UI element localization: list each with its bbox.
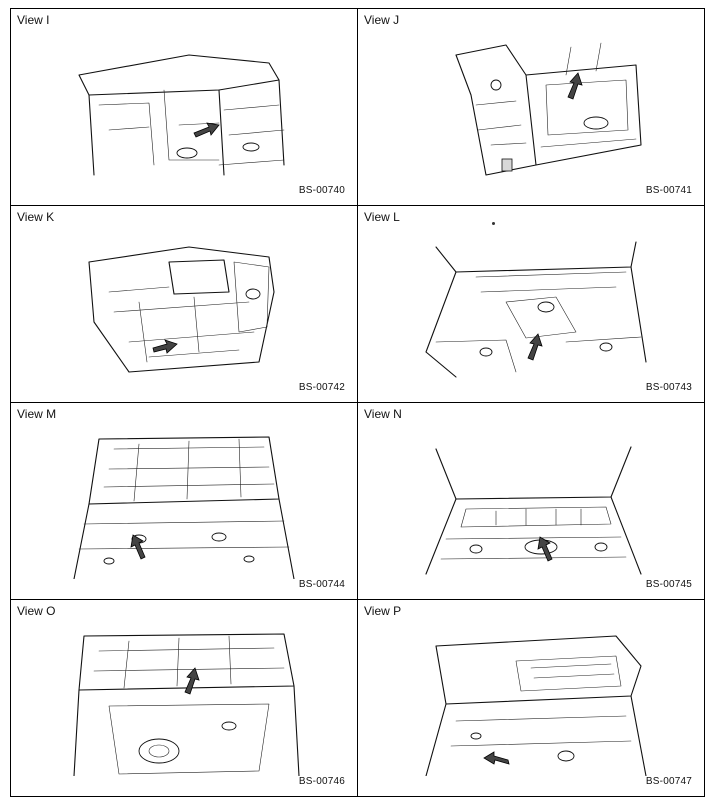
- view-cell-k: View K BS-00742: [11, 206, 358, 403]
- figure-code: BS-00741: [645, 185, 692, 196]
- body-drawing-p: [416, 626, 650, 776]
- view-cell-n: View N BS-00745: [358, 403, 705, 600]
- figure-code: BS-00745: [645, 579, 692, 590]
- view-cell-l: View L BS-00743: [358, 206, 705, 403]
- body-drawing-o: [69, 626, 303, 776]
- figure-code: BS-00744: [298, 579, 345, 590]
- view-title: View P: [364, 604, 402, 618]
- body-drawing-n: [416, 429, 650, 579]
- view-title: View M: [17, 407, 57, 421]
- view-cell-i: View I BS-00740: [11, 9, 358, 206]
- view-title: View I: [17, 13, 50, 27]
- view-title: View J: [364, 13, 400, 27]
- body-drawing-l: [416, 232, 650, 382]
- body-drawing-m: [69, 429, 303, 579]
- body-drawing-i: [69, 35, 303, 185]
- view-title: View L: [364, 210, 400, 224]
- view-cell-o: View O BS-00746: [11, 600, 358, 797]
- view-cell-p: View P BS-00747: [358, 600, 705, 797]
- scan-speck: [492, 222, 495, 225]
- figure-code: BS-00743: [645, 382, 692, 393]
- body-drawing-k: [69, 232, 303, 382]
- view-grid: View I BS-00740 View J: [10, 8, 705, 797]
- view-cell-j: View J BS-00741: [358, 9, 705, 206]
- body-drawing-j: [416, 35, 650, 185]
- figure-code: BS-00740: [298, 185, 345, 196]
- view-title: View K: [17, 210, 55, 224]
- figure-code: BS-00742: [298, 382, 345, 393]
- view-cell-m: View M BS-00744: [11, 403, 358, 600]
- figure-code: BS-00746: [298, 776, 345, 787]
- view-title: View N: [364, 407, 402, 421]
- figure-code: BS-00747: [645, 776, 692, 787]
- view-title: View O: [17, 604, 56, 618]
